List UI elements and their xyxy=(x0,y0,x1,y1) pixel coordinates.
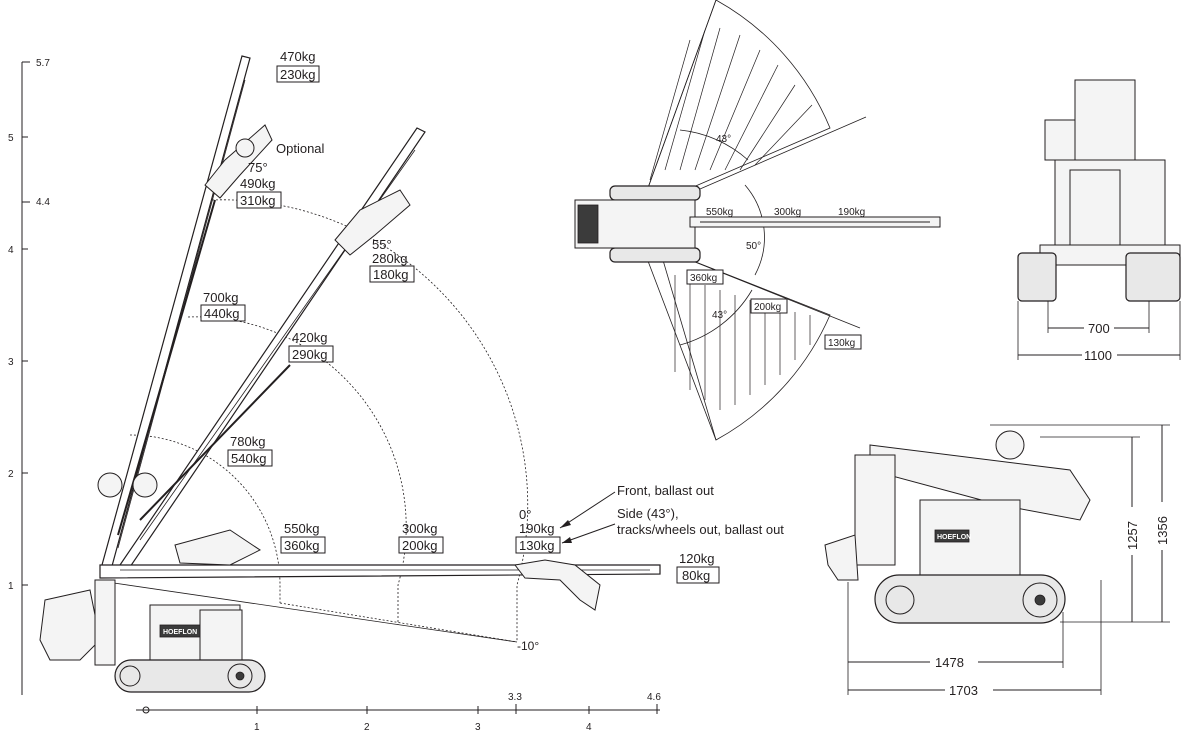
top-side-200: 200kg xyxy=(754,302,781,313)
boom-75 xyxy=(101,55,273,567)
top-side-360: 360kg xyxy=(690,273,717,284)
load-0-front: 190kg xyxy=(519,521,554,536)
top-load-550: 550kg xyxy=(706,207,733,218)
top-sector-upper xyxy=(639,0,831,211)
load-mid55-side: 290kg xyxy=(292,347,327,362)
load-0-side: 130kg xyxy=(519,538,554,553)
x-tick-4: 4 xyxy=(586,722,592,733)
top-load-300: 300kg xyxy=(774,207,801,218)
top-angle-mid: 50° xyxy=(746,241,761,252)
load-labels: 470kg 230kg Optional 75° 490kg 310kg 55°… xyxy=(200,49,720,653)
top-load-190: 190kg xyxy=(838,207,865,218)
load-mid75-front: 700kg xyxy=(203,290,238,305)
load-low75-front: 780kg xyxy=(230,434,265,449)
legend-front: Front, ballast out xyxy=(617,483,714,498)
angle-0: 0° xyxy=(519,507,531,522)
load-r1-front: 550kg xyxy=(284,521,319,536)
compact-dim-1703: 1703 xyxy=(949,683,978,698)
legend-side-2: tracks/wheels out, ballast out xyxy=(617,522,784,537)
y-tick-2: 2 xyxy=(8,469,14,480)
y-tick-5: 5 xyxy=(8,133,14,144)
x-tick-1: 1 xyxy=(254,722,260,733)
load-r2-side: 200kg xyxy=(402,538,437,553)
x-tick-3-3: 3.3 xyxy=(508,692,522,703)
y-tick-4-4: 4.4 xyxy=(36,197,50,208)
load-low75-side: 540kg xyxy=(231,451,266,466)
load-mid55-front: 420kg xyxy=(292,330,327,345)
side-view-axes: 1 2 3 4 5 4.4 5.7 1 2 3 4 3.3 4.6 xyxy=(8,58,661,733)
legend-side-1: Side (43°), xyxy=(617,506,679,521)
top-angle-upper: 43° xyxy=(716,134,731,145)
top-sector-lower xyxy=(639,239,831,441)
x-tick-4-6: 4.6 xyxy=(647,692,661,703)
compact-brand-label: HOEFLON xyxy=(937,534,971,541)
y-tick-5-7: 5.7 xyxy=(36,58,50,69)
y-tick-1: 1 xyxy=(8,581,14,592)
front-dim-700: 700 xyxy=(1088,321,1110,336)
y-tick-3: 3 xyxy=(8,357,14,368)
load-r2-front: 300kg xyxy=(402,521,437,536)
compact-dim-1257: 1257 xyxy=(1125,521,1140,550)
top-view: 43° 50° 43° 550kg 300kg 190kg 360kg 200k… xyxy=(574,0,941,441)
top-side-130: 130kg xyxy=(828,338,855,349)
angle-55: 55° xyxy=(372,237,392,252)
compact-dim-1356: 1356 xyxy=(1155,516,1170,545)
boom-0 xyxy=(99,529,661,611)
tip-75-side: 230kg xyxy=(280,67,315,82)
legend: Front, ballast out Side (43°), tracks/wh… xyxy=(559,483,784,544)
boom-cylinders xyxy=(97,199,291,536)
x-tick-2: 2 xyxy=(364,722,370,733)
top-angle-lower: 43° xyxy=(712,310,727,321)
load-75-front: 490kg xyxy=(240,176,275,191)
y-tick-4: 4 xyxy=(8,245,14,256)
minus-ten-label: -10° xyxy=(517,639,539,653)
load-55-front: 280kg xyxy=(372,251,407,266)
load-r1-side: 360kg xyxy=(284,538,319,553)
tip-75-front: 470kg xyxy=(280,49,315,64)
front-dim-1100: 1100 xyxy=(1084,348,1112,363)
load-mid75-side: 440kg xyxy=(204,306,239,321)
front-view: 700 1100 xyxy=(1017,79,1181,363)
x-tick-3: 3 xyxy=(475,722,481,733)
optional-label: Optional xyxy=(276,141,325,156)
minus-ten-line xyxy=(106,581,518,643)
load-75-side: 310kg xyxy=(240,193,275,208)
load-55-side: 180kg xyxy=(373,267,408,282)
side-brand-label: HOEFLON xyxy=(163,629,197,636)
load-tip0-side: 80kg xyxy=(682,568,710,583)
top-hatching xyxy=(649,27,813,410)
compact-dim-1478: 1478 xyxy=(935,655,964,670)
compact-view: HOEFLON 1478 1703 1257 1356 xyxy=(824,424,1170,698)
angle-75: 75° xyxy=(248,160,268,175)
side-base-machine: HOEFLON xyxy=(39,579,266,693)
load-tip0-front: 120kg xyxy=(679,551,714,566)
